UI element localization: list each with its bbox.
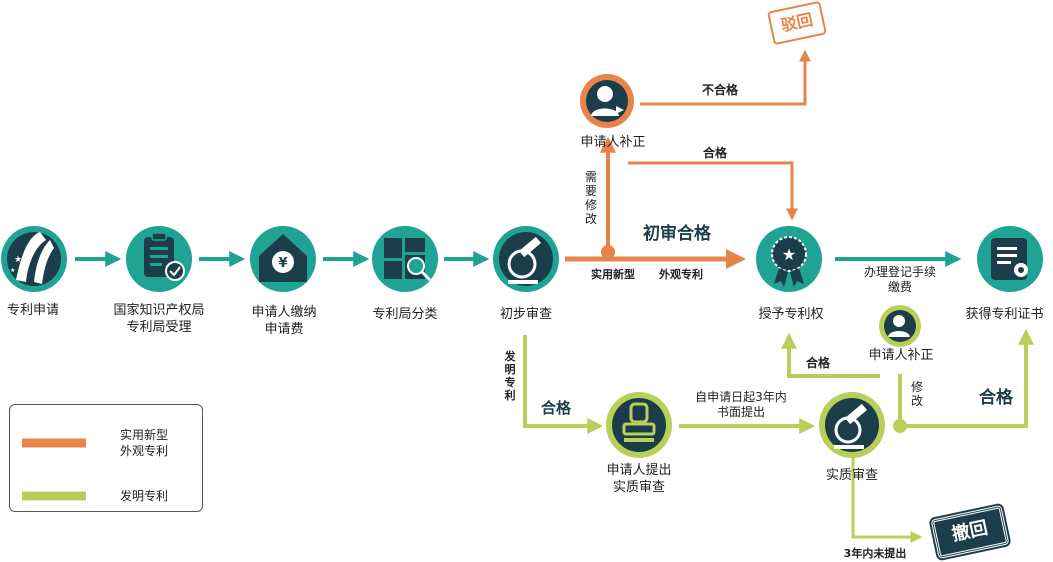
microscope-icon bbox=[493, 226, 559, 292]
edge-qualified-top: 合格 bbox=[702, 146, 727, 160]
legend-orange-label-1: 实用新型 bbox=[119, 428, 168, 442]
edge-within-3-years-1: 自申请日起3年内 bbox=[695, 390, 787, 404]
legend-box bbox=[9, 404, 203, 512]
edge-qualified-invention: 合格 bbox=[540, 399, 571, 417]
yen-house-icon: ¥ bbox=[250, 226, 316, 292]
edge-modify: 修改 bbox=[910, 380, 923, 408]
label-pay-fee-1: 申请人缴纳 bbox=[251, 305, 317, 320]
label-grant-patent: 授予专利权 bbox=[758, 307, 824, 322]
patent-application-icon: ★ ★ bbox=[1, 226, 67, 292]
applicant-right-icon bbox=[879, 305, 921, 347]
applicant-top-icon bbox=[580, 74, 634, 128]
label-applicant-correction-right: 申请人补正 bbox=[868, 348, 934, 363]
stamp-request-icon bbox=[606, 392, 672, 458]
edge-qualified-grant: 合格 bbox=[805, 356, 830, 370]
utility-design-paths bbox=[565, 49, 811, 269]
svg-text:★: ★ bbox=[14, 255, 22, 265]
award-badge-icon: ★ bbox=[756, 226, 822, 292]
label-applicant-request-2: 实质审查 bbox=[612, 480, 665, 495]
clipboard-check-icon bbox=[126, 226, 192, 292]
edge-design-patent: 外观专利 bbox=[659, 268, 703, 281]
certificate-icon bbox=[977, 226, 1043, 292]
edge-within-3-years-2: 书面提出 bbox=[716, 405, 765, 419]
substantive-microscope-icon bbox=[819, 392, 885, 458]
label-classification: 专利局分类 bbox=[372, 307, 438, 322]
edge-register-1: 办理登记手续 bbox=[863, 265, 936, 279]
invention-paths bbox=[523, 328, 1034, 543]
svg-text:¥: ¥ bbox=[278, 256, 287, 271]
svg-text:★: ★ bbox=[782, 245, 796, 264]
edge-register-2: 缴费 bbox=[887, 280, 912, 294]
legend-green-label: 发明专利 bbox=[119, 489, 168, 503]
edge-qualified-final: 合格 bbox=[979, 388, 1013, 408]
edge-needs-modification: 需要修改 bbox=[584, 170, 597, 226]
edge-preliminary-qualified: 初审合格 bbox=[643, 224, 711, 244]
edge-utility-model: 实用新型 bbox=[591, 268, 635, 281]
classification-grid-icon bbox=[372, 226, 438, 292]
svg-text:★: ★ bbox=[10, 267, 15, 274]
label-get-certificate: 获得专利证书 bbox=[965, 307, 1044, 322]
legend-orange-label-2: 外观专利 bbox=[119, 444, 168, 458]
label-applicant-correction-top: 申请人补正 bbox=[580, 135, 646, 150]
label-sipo-accept-2: 专利局受理 bbox=[126, 320, 192, 335]
label-applicant-request-1: 申请人提出 bbox=[606, 463, 672, 478]
edge-invention-patent: 发明专利 bbox=[504, 350, 516, 402]
label-sipo-accept-1: 国家知识产权局 bbox=[113, 303, 205, 318]
label-pay-fee-2: 申请费 bbox=[264, 322, 304, 337]
edge-not-qualified: 不合格 bbox=[701, 83, 738, 97]
orange-junction-dot bbox=[601, 245, 615, 259]
label-patent-application: 专利申请 bbox=[6, 303, 59, 318]
label-preliminary-exam: 初步审查 bbox=[499, 307, 552, 322]
label-substantive-exam: 实质审查 bbox=[825, 468, 878, 483]
edge-not-submitted: 3年内未提出 bbox=[843, 547, 907, 560]
green-junction-dot bbox=[893, 419, 907, 433]
